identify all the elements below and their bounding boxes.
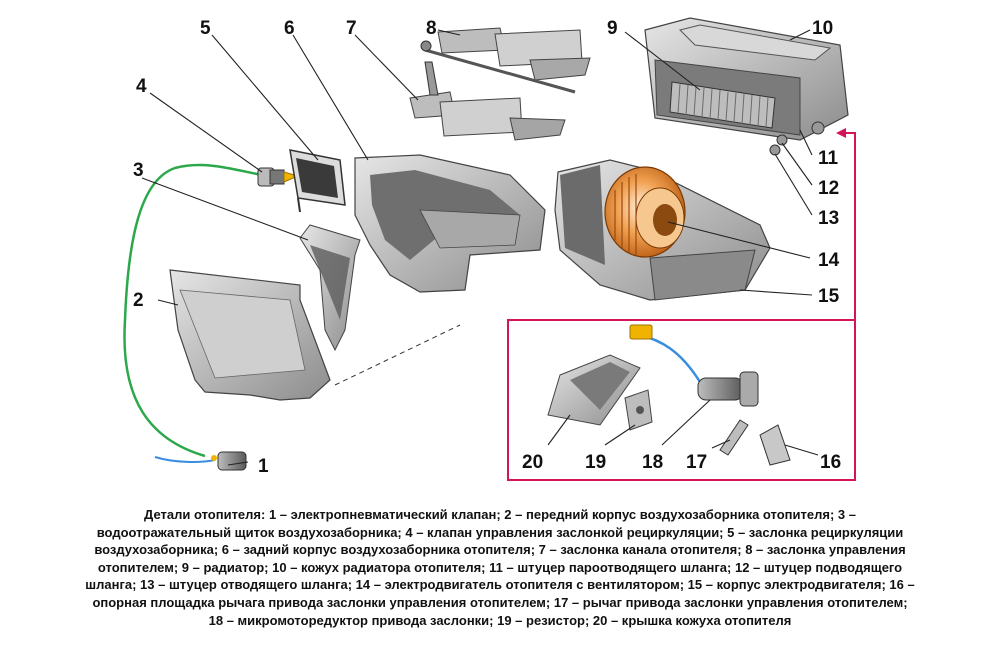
label-16: 16 [820,452,841,473]
label-15: 15 [818,286,840,307]
part-18-micromotor [629,324,759,407]
caption-line: опорная площадка рычага привода заслонки… [92,594,908,610]
label-7: 7 [346,18,357,39]
caption-line: отопителем; 9 – радиатор; 10 – кожух рад… [97,559,903,575]
label-8: 8 [426,18,437,39]
figure-caption: Детали отопителя: 1 – электропневматичес… [20,506,980,629]
caption-line: Детали отопителя: 1 – электропневматичес… [144,507,856,522]
label-17: 17 [686,452,707,473]
label-20: 20 [522,452,543,473]
part-20-cover [547,354,641,426]
label-19: 19 [585,452,606,473]
label-11: 11 [818,148,839,169]
inset-leader-lines [547,399,819,456]
blue-wire [154,456,216,463]
valve-contact [211,455,217,461]
part-7-duct-flap [409,91,566,141]
part-3-water-deflector [299,224,361,352]
caption-line: воздухозаборника; 6 – задний корпус возд… [94,542,906,558]
part-17-lever [719,419,749,456]
part-2-front-intake-housing [169,269,461,401]
caption-line: 18 – микромоторедуктор привода заслонки;… [208,612,792,628]
part-6-rear-intake-housing [354,154,546,293]
part-14-fan-motor [604,166,686,258]
label-9: 9 [607,18,618,39]
part-16-support [759,424,791,466]
part-5-recirc-flap [289,149,346,213]
label-18: 18 [642,452,663,473]
valve-body [217,451,247,471]
label-14: 14 [818,250,840,271]
part-4-recirc-valve [257,167,300,187]
label-10: 10 [812,18,833,39]
label-12: 12 [818,178,839,199]
heater-parts-diagram: 1 2 3 4 5 6 7 8 9 10 11 12 13 14 15 16 1… [123,17,856,481]
label-13: 13 [818,208,839,229]
part-1-solenoid-valve [123,163,263,471]
label-4: 4 [136,76,147,97]
label-2: 2 [133,290,144,311]
label-1: 1 [258,456,269,477]
label-6: 6 [284,18,295,39]
part-9-radiator [669,81,776,129]
part-19-resistor [624,389,653,431]
label-5: 5 [200,18,211,39]
leader-lines [141,29,813,466]
caption-line: водоотражательный щиток воздухозаборника… [96,524,904,540]
part-8-control-flap [420,27,591,96]
caption-line: шланга; 13 – штуцер отводящего шланга; 1… [85,577,915,593]
parts-11-13-fittings [769,121,825,156]
inset-frame [507,128,856,481]
green-tube [123,163,263,458]
label-3: 3 [133,160,144,181]
